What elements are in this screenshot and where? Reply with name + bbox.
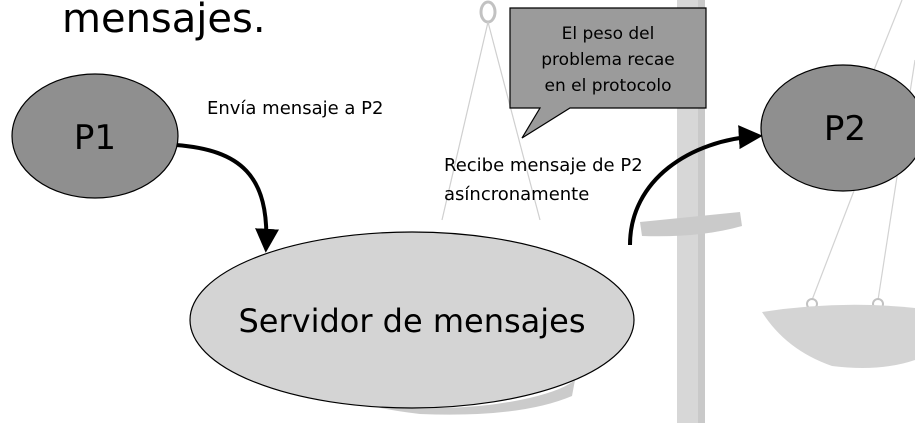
scale-string [487, 21, 541, 221]
callout-shape [509, 7, 707, 139]
slide-title: mensajes. [62, 0, 266, 42]
callout-line1: El peso del [562, 24, 655, 44]
receive-label-line1: Recibe mensaje de P2 [444, 155, 643, 176]
scale-string [811, 169, 863, 301]
scale-small-pan [640, 212, 742, 237]
node-p2: P2 [760, 64, 915, 192]
scale-string [441, 21, 489, 221]
node-p1-label: P1 [74, 118, 116, 158]
node-p1-shape [11, 73, 179, 199]
node-p2-shape [760, 64, 915, 192]
receive-label-line2: asíncronamente [444, 184, 589, 205]
scale-pole-shade [698, 0, 705, 423]
node-p1: P1 [11, 73, 179, 199]
node-server-label: Servidor de mensajes [238, 302, 585, 340]
scale-string [869, 0, 903, 81]
node-server: Servidor de mensajes [189, 231, 635, 409]
callout-line2: problema recae [541, 50, 674, 70]
callout-line3: en el protocolo [545, 76, 672, 96]
scale-ring [479, 0, 497, 24]
callout: El peso del problema recae en el protoco… [509, 7, 707, 139]
node-p2-label: P2 [824, 109, 866, 149]
receive-arrow [628, 125, 763, 246]
scale-right-pan [762, 304, 915, 368]
send-arrow [175, 143, 280, 253]
send-label: Envía mensaje a P2 [207, 98, 383, 119]
node-server-shape [189, 231, 635, 409]
